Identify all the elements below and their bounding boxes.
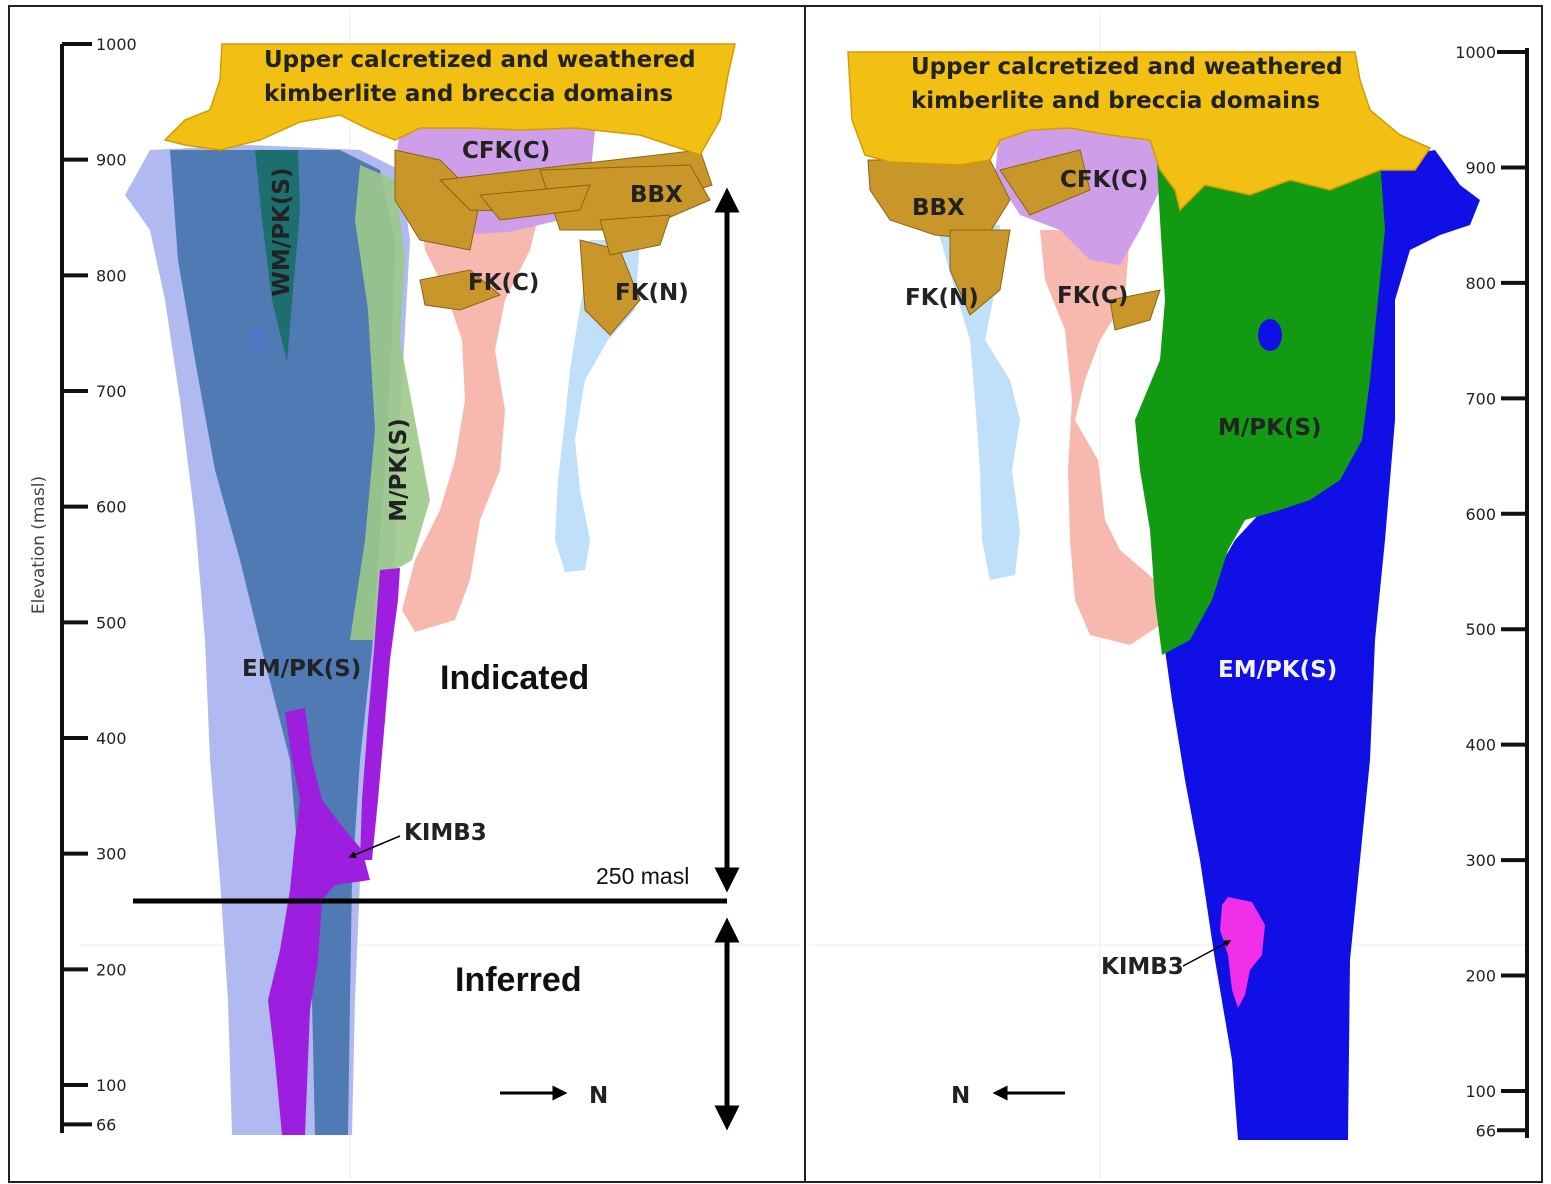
left-label-wm-pk-s: WM/PK(S) (269, 168, 295, 297)
right-tick-label-700: 700 (1465, 389, 1496, 408)
right-label-bbx: BBX (912, 195, 965, 221)
left-tick-label-700: 700 (96, 382, 127, 401)
right-tick-label-1000: 1000 (1455, 43, 1496, 62)
inferred-label: Inferred (455, 961, 582, 999)
left-label-em-pk-s: EM/PK(S) (242, 656, 361, 682)
left-label-fk-c: FK(C) (468, 270, 539, 296)
right-tick-label-66: 66 (1476, 1121, 1496, 1140)
left-em-pk-s-blob (248, 328, 268, 352)
right-tick-label-900: 900 (1465, 158, 1496, 177)
right-tick-label-400: 400 (1465, 736, 1496, 755)
left-tick-label-800: 800 (96, 266, 127, 285)
right-label-fk-c: FK(C) (1057, 283, 1128, 309)
left-upper-label-line2: kimberlite and breccia domains (264, 81, 673, 107)
right-north-label: N (951, 1083, 970, 1109)
indicated-label: Indicated (440, 659, 589, 697)
left-tick-label-900: 900 (96, 151, 127, 170)
left-tick-label-400: 400 (96, 729, 127, 748)
left-tick-label-200: 200 (96, 960, 127, 979)
left-label-kimb3: KIMB3 (404, 820, 487, 846)
right-tick-label-100: 100 (1465, 1082, 1496, 1101)
left-tick-label-66: 66 (96, 1115, 116, 1134)
left-upper-label-line1: Upper calcretized and weathered (264, 47, 696, 73)
left-label-cfk-c: CFK(C) (462, 138, 550, 164)
left-tick-label-100: 100 (96, 1076, 127, 1095)
left-north-label: N (589, 1083, 608, 1109)
right-upper-label-line2: kimberlite and breccia domains (911, 88, 1320, 114)
right-upper-label-line1: Upper calcretized and weathered (911, 54, 1343, 80)
left-label-fk-n: FK(N) (615, 280, 689, 306)
left-tick-label-500: 500 (96, 613, 127, 632)
right-tick-label-500: 500 (1465, 620, 1496, 639)
right-tick-label-300: 300 (1465, 851, 1496, 870)
right-em-pk-s-blob (1258, 319, 1282, 351)
left-label-m-pk-s: M/PK(S) (386, 418, 412, 522)
right-label-m-pk-s: M/PK(S) (1218, 415, 1322, 441)
right-label-kimb3: KIMB3 (1101, 954, 1184, 980)
right-label-em-pk-s: EM/PK(S) (1218, 657, 1337, 683)
right-tick-label-200: 200 (1465, 967, 1496, 986)
cutoff-label: 250 masl (596, 863, 689, 889)
left-tick-label-1000: 1000 (96, 35, 137, 54)
left-axis-title: Elevation (masl) (29, 476, 49, 614)
right-label-cfk-c: CFK(C) (1060, 167, 1148, 193)
left-tick-label-300: 300 (96, 845, 127, 864)
right-tick-label-800: 800 (1465, 274, 1496, 293)
right-label-fk-n: FK(N) (905, 285, 979, 311)
left-tick-label-600: 600 (96, 498, 127, 517)
right-tick-label-600: 600 (1465, 505, 1496, 524)
left-label-bbx: BBX (630, 182, 683, 208)
